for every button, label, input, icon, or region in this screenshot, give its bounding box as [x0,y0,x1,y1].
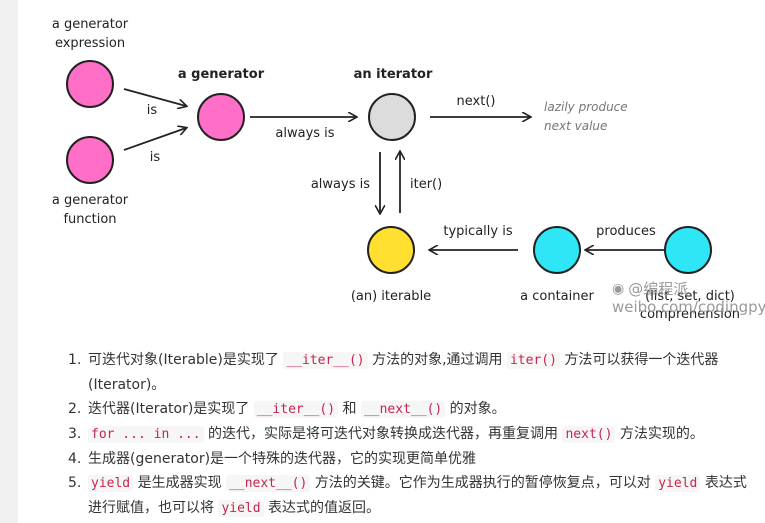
watermark-url: weibo.com/codingpy [612,298,765,316]
note-number: 2. [68,401,82,417]
label-comprehension-2: comprehension [640,307,740,322]
node-generator-expression [66,60,114,108]
note-item: 3. for ... in ... 的迭代，实际是将可迭代对象转换成迭代器，再重复… [68,422,748,447]
edge-label-typically-is: typically is [443,224,512,239]
note-code: yield [88,475,134,492]
edge-expr-to-generator [123,88,186,106]
edge-label-is-top: is [147,103,158,118]
node-comprehension [664,226,712,274]
note-code: __iter__() [253,401,339,418]
note-text: 方法的关键。它作为生成器执行的暂停恢复点，可以对 [310,475,656,491]
label-gen-expr-1: a generator [52,17,129,32]
note-item: 1. 可迭代对象(Iterable)是实现了 __iter__() 方法的对象,通… [68,348,748,397]
note-number: 4. [68,451,82,467]
note-code: yield [655,475,701,492]
note-text: 的迭代，实际是将可迭代对象转换成迭代器，再重复调用 [203,426,563,442]
edge-label-iter: iter() [410,177,442,192]
note-text: 可迭代对象(Iterable)是实现了 [88,352,284,368]
node-iterator [368,93,416,141]
note-number: 3. [68,426,82,442]
note-text: 和 [338,401,361,417]
node-generator-function [66,136,114,184]
annotation-lazily-produce: lazily produce [544,100,628,114]
node-generator [197,93,245,141]
note-number: 1. [68,352,82,368]
note-code: __iter__() [283,352,368,369]
weibo-watermark: ◉ @编程派 weibo.com/codingpy [612,280,765,316]
label-gen-expr-2: expression [55,36,125,51]
edge-label-always-is-right: always is [275,126,334,141]
annotation-next-value: next value [544,119,607,133]
note-code: for ... in ... [88,426,204,443]
note-text: 是生成器实现 [133,475,227,491]
edge-label-always-is-down: always is [311,177,370,192]
note-item: 2. 迭代器(Iterator)是实现了 __iter__() 和 __next_… [68,397,748,422]
note-text: 的对象。 [445,401,506,417]
edge-label-next: next() [457,94,496,109]
note-code: iter() [506,352,560,369]
edge-label-produces: produces [596,224,656,239]
label-generator: a generator [178,67,265,82]
node-iterable [367,226,415,274]
edge-func-to-generator [123,128,186,151]
node-container [533,226,581,274]
iterator-generator-diagram: a generator expression a generator funct… [18,0,765,335]
note-code: __next__() [360,401,446,418]
note-text: 方法实现的。 [615,426,704,442]
note-code: __next__() [226,475,311,492]
note-code: yield [218,500,264,517]
note-text: 方法的对象,通过调用 [367,352,507,368]
note-item: 5. yield 是生成器实现 __next__() 方法的关键。它作为生成器执行… [68,471,748,521]
label-iterable: (an) iterable [351,289,431,304]
label-comprehension-1: (list, set, dict) [645,289,735,304]
note-text: 表达式的值返回。 [263,500,381,516]
note-text: 生成器(generator)是一个特殊的迭代器，它的实现更简单优雅 [88,451,477,467]
watermark-handle: @编程派 [628,280,689,298]
note-item: 4. 生成器(generator)是一个特殊的迭代器，它的实现更简单优雅 [68,447,748,471]
note-number: 5. [68,475,82,491]
note-code: next() [562,426,616,443]
note-text: 方法可以获得一个迭代器(Iterator)。 [88,352,719,393]
label-container: a container [520,289,594,304]
edge-label-is-bottom: is [150,150,161,165]
label-iterator: an iterator [354,67,433,82]
label-gen-func-1: a generator [52,193,129,208]
notes-list: 1. 可迭代对象(Iterable)是实现了 __iter__() 方法的对象,通… [68,348,748,521]
label-gen-func-2: function [63,212,116,227]
note-text: 迭代器(Iterator)是实现了 [88,401,254,417]
page-left-margin [0,0,18,523]
weibo-logo-icon: ◉ [612,281,625,297]
note-text: 表达式进行赋值，也可以将 [88,475,747,516]
